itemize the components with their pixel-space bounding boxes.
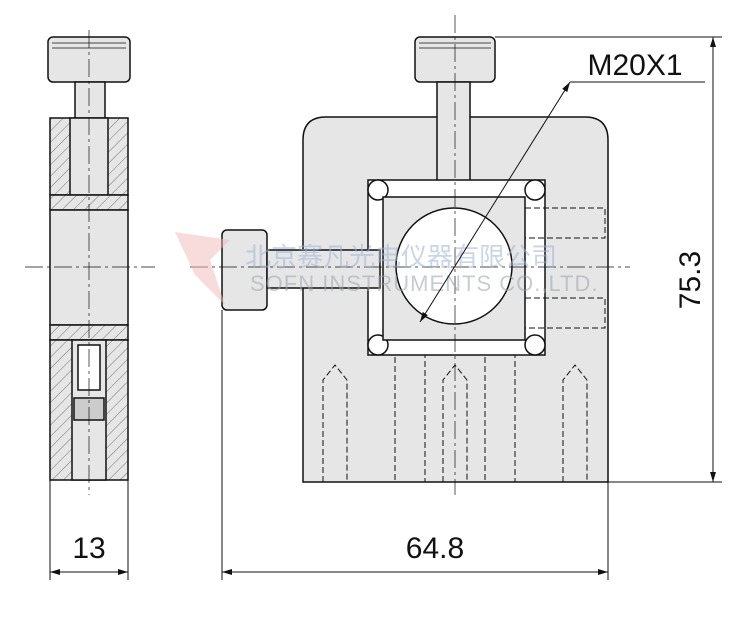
side-screw-front	[266, 249, 381, 289]
dim-thread: M20X1	[587, 49, 682, 82]
dimensions	[49, 36, 722, 580]
side-view	[25, 30, 155, 495]
dim-front-width: 64.8	[406, 532, 464, 565]
top-screw-stem	[436, 81, 471, 196]
dim-front-height: 75.3	[674, 251, 707, 309]
watermark-english: SOFN INSTRUMENTS CO.,LTD.	[250, 271, 599, 296]
dim-side-width: 13	[72, 532, 105, 565]
watermark-chinese: 北京赛凡光电仪器有限公司	[245, 243, 557, 273]
